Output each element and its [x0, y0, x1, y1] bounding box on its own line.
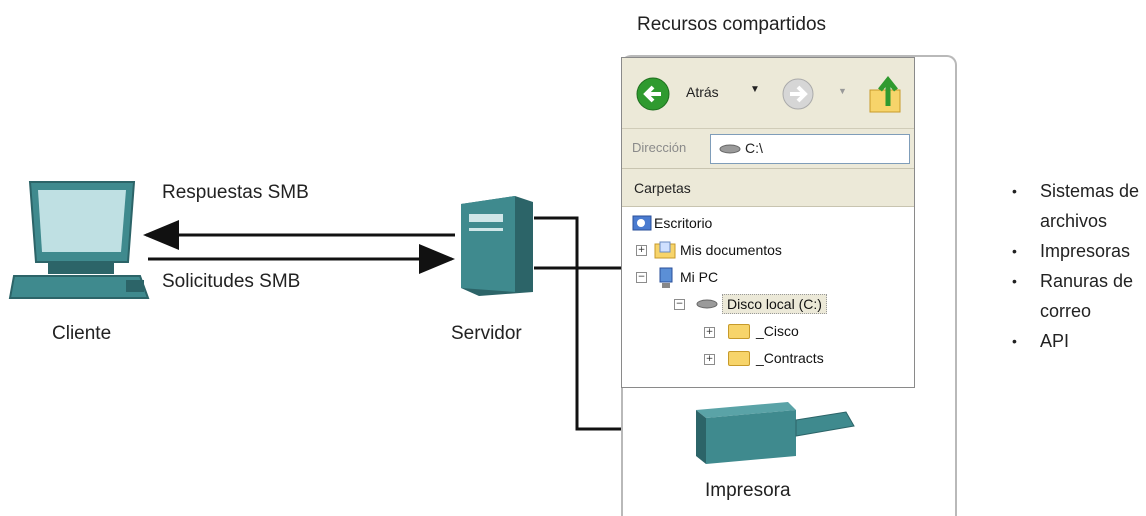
tree-item-local-disk[interactable]: Disco local (C:) — [722, 294, 827, 314]
tree-item-contracts[interactable]: _Contracts — [756, 350, 824, 366]
resource-item-api: API — [1012, 326, 1146, 356]
client-computer-icon — [8, 181, 150, 299]
explorer-toolbar: Atrás ▼ ▼ — [622, 58, 914, 128]
tree-item-desktop[interactable]: Escritorio — [654, 215, 713, 231]
requests-label: Solicitudes SMB — [162, 271, 301, 292]
collapse-icon[interactable]: − — [636, 272, 647, 283]
my-pc-icon — [659, 267, 673, 288]
address-value: C:\ — [745, 140, 763, 156]
folder-tree: Escritorio + Mis documentos − Mi PC − Di… — [622, 206, 914, 387]
back-dropdown-icon[interactable]: ▼ — [750, 84, 760, 95]
resource-item-file-systems: Sistemas de archivos — [1012, 176, 1146, 236]
folder-up-icon[interactable] — [868, 72, 906, 114]
responses-label: Respuestas SMB — [162, 182, 309, 203]
collapse-icon[interactable]: − — [674, 299, 685, 310]
resource-item-mail-slots: Ranuras de correo — [1012, 266, 1146, 326]
resource-item-printers: Impresoras — [1012, 236, 1146, 266]
server-label: Servidor — [451, 323, 522, 344]
printer-icon — [696, 402, 855, 464]
explorer-window: Atrás ▼ ▼ Dirección C:\ Carpetas Escrito… — [621, 57, 915, 388]
drive-icon — [719, 144, 741, 154]
expand-icon[interactable]: + — [636, 245, 647, 256]
printer-label: Impresora — [705, 480, 791, 501]
folders-label: Carpetas — [634, 180, 691, 196]
expand-icon[interactable]: + — [704, 354, 715, 365]
folders-header: Carpetas — [622, 168, 914, 207]
resource-list: Sistemas de archivos Impresoras Ranuras … — [1012, 176, 1146, 356]
address-field[interactable]: C:\ — [710, 134, 910, 164]
tree-item-cisco[interactable]: _Cisco — [756, 323, 799, 339]
documents-folder-icon — [654, 241, 676, 259]
address-bar: Dirección C:\ — [622, 128, 914, 169]
drive-icon — [696, 299, 718, 309]
tree-item-my-pc[interactable]: Mi PC — [680, 269, 719, 285]
desktop-icon — [632, 215, 652, 231]
folder-icon — [728, 351, 750, 366]
expand-icon[interactable]: + — [704, 327, 715, 338]
back-arrow-icon[interactable] — [636, 77, 670, 111]
client-label: Cliente — [52, 323, 112, 344]
address-label: Dirección — [632, 140, 687, 155]
server-icon — [461, 196, 533, 296]
folder-icon — [728, 324, 750, 339]
tree-item-my-documents[interactable]: Mis documentos — [680, 242, 782, 258]
diagram-title: Recursos compartidos — [637, 14, 827, 35]
forward-dropdown-icon[interactable]: ▼ — [838, 86, 847, 96]
forward-arrow-icon[interactable] — [782, 78, 814, 110]
back-button-label[interactable]: Atrás — [686, 84, 719, 100]
